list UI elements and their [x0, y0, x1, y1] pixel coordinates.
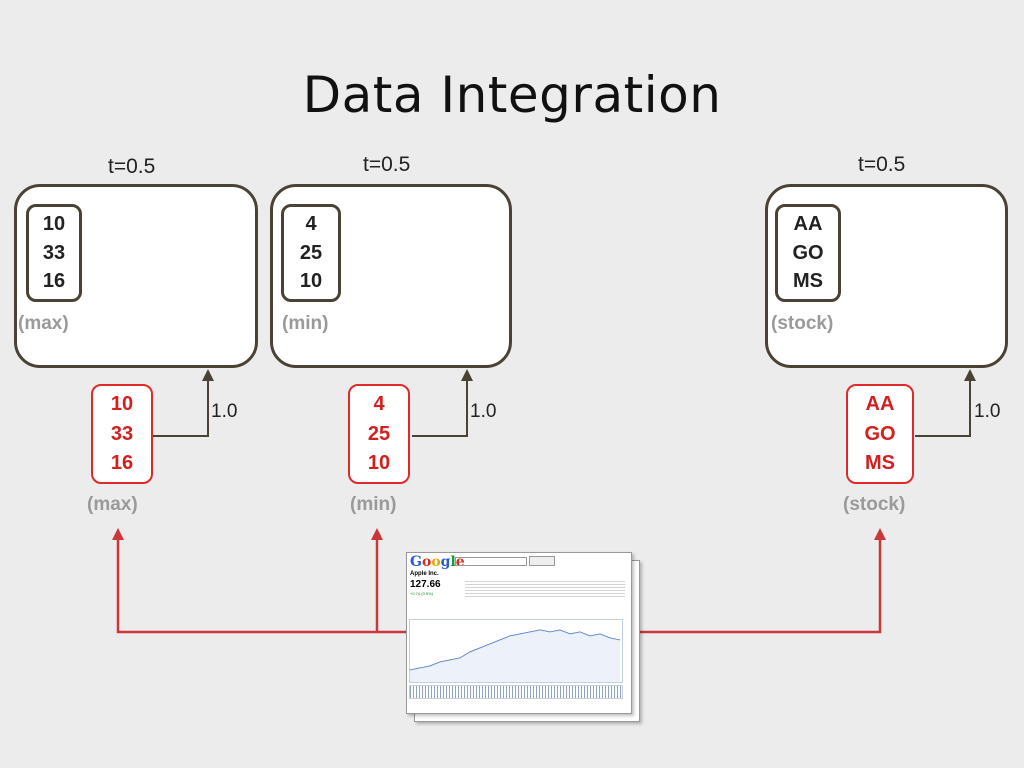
value-list-stock: AA GO MS [775, 204, 841, 302]
value: 16 [42, 270, 66, 293]
input-value: 4 [373, 392, 385, 415]
time-label-stock: t=0.5 [858, 153, 906, 176]
weight-label-stock: 1.0 [974, 401, 1001, 422]
red-arrowhead-stock [874, 528, 886, 540]
google-logo: Google [410, 554, 465, 570]
aggregate-box-stock: AA GO MS (stock) [765, 184, 1008, 368]
red-arrowhead-max [112, 528, 124, 540]
red-connector-right [630, 537, 882, 634]
input-box-min: 4 25 10 [348, 384, 410, 484]
box-caption-stock: (stock) [771, 313, 834, 334]
value: 10 [299, 270, 323, 293]
slide-title: Data Integration [302, 66, 722, 124]
aggregate-box-max: 10 33 16 (max) [14, 184, 258, 368]
dark-connector-stock [915, 378, 971, 437]
input-box-stock: AA GO MS [846, 384, 914, 484]
box-caption-min: (min) [282, 313, 329, 334]
weight-label-min: 1.0 [470, 401, 497, 422]
get-quotes-button [529, 556, 555, 566]
time-label-max: t=0.5 [108, 155, 156, 178]
input-value: 10 [110, 392, 134, 415]
input-value: GO [864, 422, 896, 445]
finance-page-screenshot: Google Apple Inc. 127.66 +0.74 (0.5%) [406, 552, 632, 714]
input-value: AA [865, 392, 895, 415]
value: 10 [42, 212, 66, 235]
dark-arrowhead-max [202, 369, 214, 381]
input-value: MS [865, 452, 895, 475]
dark-arrowhead-stock [964, 369, 976, 381]
time-label-min: t=0.5 [363, 153, 411, 176]
search-box [455, 557, 527, 566]
value: 25 [299, 241, 323, 264]
input-value: 25 [367, 422, 391, 445]
price-chart-line [409, 629, 621, 682]
red-arrowhead-min [371, 528, 383, 540]
dark-connector-min [412, 378, 468, 437]
input-value: 16 [110, 452, 134, 475]
value-list-min: 4 25 10 [281, 204, 341, 302]
value: 4 [305, 212, 317, 235]
stock-price: 127.66 [410, 579, 441, 590]
input-box-max: 10 33 16 [91, 384, 153, 484]
volume-bars [409, 685, 623, 699]
input-value: 10 [367, 452, 391, 475]
red-connector [116, 537, 406, 634]
stats-table [465, 579, 625, 599]
value: 33 [42, 241, 66, 264]
input-caption-max: (max) [87, 494, 138, 515]
dark-arrowhead-min [461, 369, 473, 381]
input-caption-min: (min) [350, 494, 397, 515]
price-chart [409, 619, 623, 683]
input-caption-stock: (stock) [843, 494, 906, 515]
input-value: 33 [110, 422, 134, 445]
price-change: +0.74 (0.5%) [410, 591, 434, 596]
weight-label-max: 1.0 [211, 401, 238, 422]
box-caption-max: (max) [18, 313, 69, 334]
company-name: Apple Inc. [410, 571, 439, 577]
value: GO [792, 241, 824, 264]
dark-connector-max [153, 378, 209, 437]
value: MS [793, 270, 823, 293]
value: AA [793, 212, 823, 235]
aggregate-box-min: 4 25 10 (min) [270, 184, 512, 368]
value-list-max: 10 33 16 [26, 204, 82, 302]
